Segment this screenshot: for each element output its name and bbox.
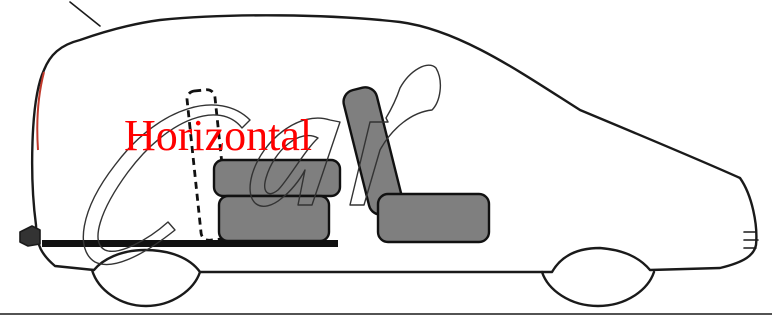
front-grille — [743, 231, 759, 249]
rear-wheel-arch — [90, 268, 202, 308]
tail-light — [36, 71, 45, 151]
watermark-letter-c — [82, 104, 251, 266]
watermark-letter-a — [249, 117, 341, 207]
watermark-text — [82, 64, 442, 266]
ghost-seatback — [185, 88, 231, 242]
front-seat-cushion — [376, 192, 491, 244]
watermark-letter-r — [349, 64, 442, 206]
floor-bar — [42, 240, 338, 247]
car-body-outline — [30, 14, 758, 274]
front-wheel-arch — [540, 270, 656, 308]
rear-bumper — [19, 225, 41, 247]
rear-seat-cushion — [217, 194, 331, 243]
antenna — [69, 1, 101, 27]
horizontal-label: Horizontal — [124, 111, 312, 160]
